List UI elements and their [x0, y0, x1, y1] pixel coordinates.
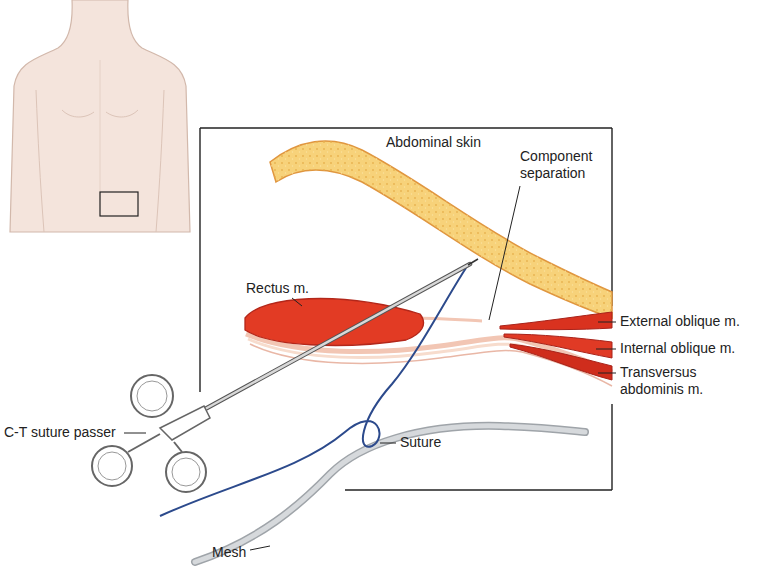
part-label: External oblique m. — [620, 313, 778, 330]
part-label: C-T suture passer — [4, 424, 126, 441]
leader-lines — [124, 186, 616, 550]
inset-frame — [200, 128, 612, 490]
oblique-muscles — [500, 312, 612, 380]
torso-figure — [10, 0, 190, 232]
part-label: Mesh — [212, 544, 272, 561]
part-label: Suture — [400, 434, 480, 451]
mesh — [195, 426, 585, 562]
part-label: Rectus m. — [246, 280, 346, 297]
part-label: Transversus abdominis m. — [620, 364, 740, 398]
part-label: Component separation — [520, 148, 620, 182]
suture — [160, 268, 466, 516]
part-label: Abdominal skin — [386, 134, 516, 151]
suture-passer — [92, 259, 478, 492]
inset-marker — [100, 192, 138, 216]
part-label: Internal oblique m. — [620, 340, 778, 357]
